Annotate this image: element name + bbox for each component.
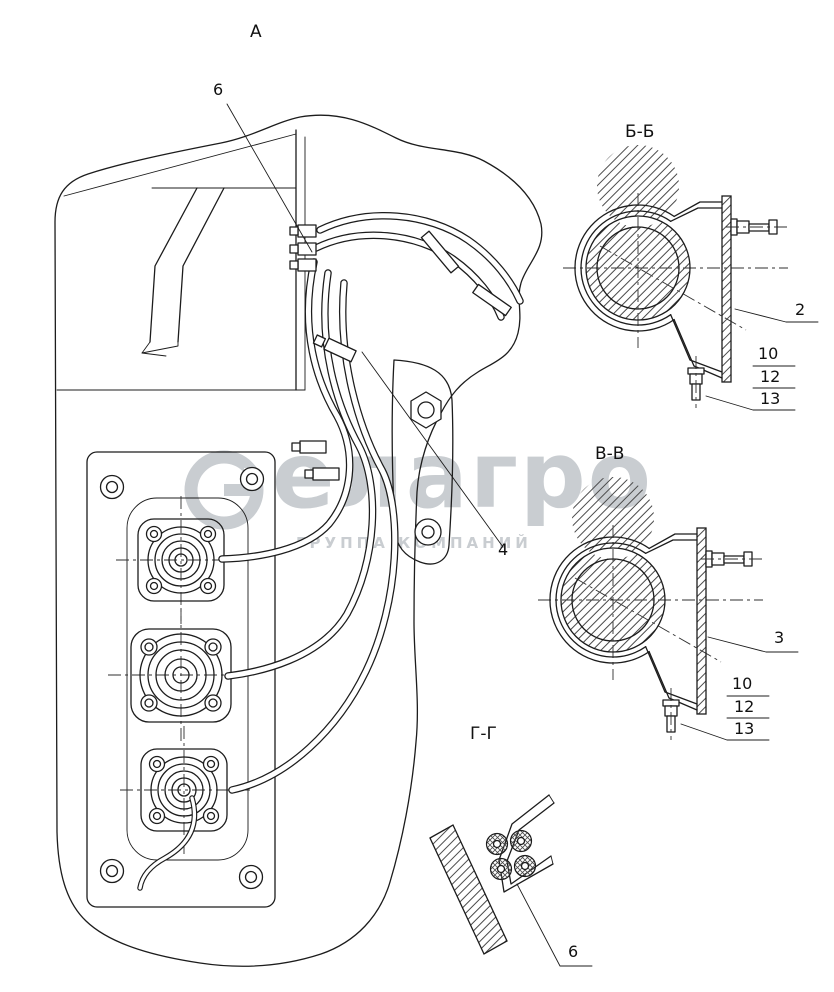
main-assembly-view — [54, 114, 543, 967]
callout-leaders — [226, 103, 819, 967]
gland-top — [116, 496, 246, 624]
callout-6-bottom: 6 — [568, 942, 579, 961]
detail-gg-view — [429, 794, 555, 955]
view-a-label: А — [250, 22, 262, 42]
callout-stack-bb-10: 10 — [758, 344, 779, 363]
section-vv-view — [537, 476, 764, 741]
watermark-subtitle: ГРУППА КОМПАНИЙ — [296, 534, 532, 552]
callout-stack-vv-13: 13 — [734, 719, 755, 738]
panel-corner-bolts — [99, 466, 265, 890]
callout-4: 4 — [498, 540, 509, 559]
callout-stack-bb-12: 12 — [760, 367, 781, 386]
callout-stack-vv-10: 10 — [732, 674, 753, 693]
hose-bundle — [137, 212, 524, 891]
callout-6-top: 6 — [213, 80, 224, 99]
callout-stack-vv-12: 12 — [734, 697, 755, 716]
section-title-vv: В-В — [595, 444, 625, 464]
section-title-bb: Б-Б — [625, 122, 655, 142]
section-title-gg: Г-Г — [470, 724, 497, 744]
callout-stack-bb-13: 13 — [760, 389, 781, 408]
gland-middle — [108, 608, 254, 742]
section-bb-view — [562, 144, 789, 409]
callout-3: 3 — [774, 628, 785, 647]
banjo-fittings — [289, 224, 317, 272]
callout-2: 2 — [795, 300, 806, 319]
gland-bottom — [120, 726, 250, 854]
